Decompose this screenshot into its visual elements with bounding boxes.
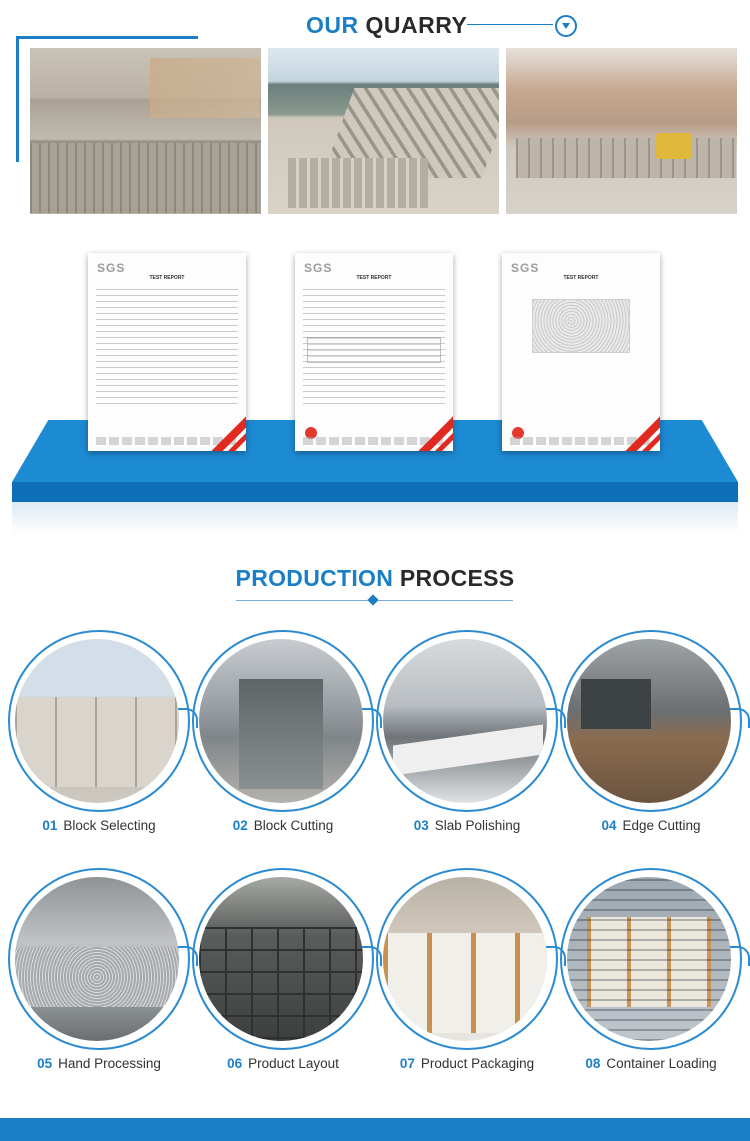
certificate-footer (303, 437, 445, 445)
certificate-results-table (307, 337, 441, 363)
process-step-product-packaging[interactable]: 07 Product Packaging (374, 868, 566, 1078)
step-photo (567, 639, 731, 803)
process-step-container-loading[interactable]: 08 Container Loading (558, 868, 750, 1078)
sgs-logo: SGS (97, 261, 126, 275)
quarry-photo-2 (268, 48, 499, 214)
display-platform-reflection (12, 500, 738, 534)
production-title-accent: PRODUCTION (235, 565, 394, 591)
step-name: Block Cutting (253, 818, 334, 833)
quarry-title-dark: QUARRY (365, 12, 468, 38)
certificate-seal-icon (305, 427, 317, 439)
step-label: 03 Slab Polishing (374, 818, 560, 833)
step-label: 07 Product Packaging (374, 1056, 560, 1071)
quarry-photo-1 (30, 48, 261, 214)
step-photo (383, 639, 547, 803)
diamond-icon (367, 594, 379, 606)
certificate-heading: TEST REPORT (149, 275, 185, 281)
step-name: Hand Processing (58, 1056, 161, 1071)
step-label: 05 Hand Processing (6, 1056, 192, 1071)
step-label: 02 Block Cutting (190, 818, 376, 833)
quarry-title-accent: OUR (306, 12, 359, 38)
step-number: 06 (227, 1056, 243, 1071)
process-step-block-selecting[interactable]: 01 Block Selecting (6, 630, 198, 840)
step-name: Slab Polishing (434, 818, 521, 833)
step-name: Product Layout (248, 1056, 339, 1071)
process-step-product-layout[interactable]: 06 Product Layout (190, 868, 382, 1078)
production-section-title: PRODUCTION PROCESS (0, 565, 750, 592)
certificate-red-stripe (625, 413, 660, 451)
step-number: 04 (601, 818, 617, 833)
process-step-block-cutting[interactable]: 02 Block Cutting (190, 630, 382, 840)
step-number: 01 (42, 818, 58, 833)
sgs-certificate-2[interactable]: SGS TEST REPORT (295, 253, 453, 451)
step-number: 05 (37, 1056, 53, 1071)
step-ring (560, 868, 750, 1050)
production-title-dark: PROCESS (399, 565, 515, 591)
step-number: 02 (232, 818, 248, 833)
step-photo (383, 877, 547, 1041)
sgs-logo: SGS (304, 261, 333, 275)
step-label: 04 Edge Cutting (558, 818, 744, 833)
step-photo (567, 877, 731, 1041)
quarry-photo-3 (506, 48, 737, 214)
step-name: Block Selecting (63, 818, 156, 833)
certificate-heading: TEST REPORT (356, 275, 392, 281)
step-name: Edge Cutting (622, 818, 701, 833)
step-number: 08 (585, 1056, 601, 1071)
process-step-hand-processing[interactable]: 05 Hand Processing (6, 868, 198, 1078)
chevron-down-circle-icon[interactable] (555, 15, 577, 37)
step-photo (199, 877, 363, 1041)
certificate-footer (96, 437, 238, 445)
certificate-sample-photo (532, 299, 630, 353)
certificate-footer (510, 437, 652, 445)
sgs-logo: SGS (511, 261, 540, 275)
certificate-heading: TEST REPORT (563, 275, 599, 281)
step-label: 08 Container Loading (558, 1056, 744, 1071)
sgs-certificate-3[interactable]: SGS TEST REPORT (502, 253, 660, 451)
step-label: 01 Block Selecting (6, 818, 192, 833)
process-step-edge-cutting[interactable]: 04 Edge Cutting (558, 630, 750, 840)
certificate-red-stripe (211, 413, 246, 451)
footer-accent-bar (0, 1118, 750, 1141)
sgs-certificate-1[interactable]: SGS TEST REPORT (88, 253, 246, 451)
certificate-red-stripe (418, 413, 453, 451)
step-photo (15, 877, 179, 1041)
step-name: Container Loading (606, 1056, 717, 1071)
display-platform-front (12, 482, 738, 502)
step-photo (15, 639, 179, 803)
quarry-corner-bracket (16, 36, 198, 162)
quarry-title-divider (467, 24, 553, 25)
step-number: 07 (399, 1056, 415, 1071)
process-step-slab-polishing[interactable]: 03 Slab Polishing (374, 630, 566, 840)
step-number: 03 (413, 818, 429, 833)
step-ring (560, 630, 750, 812)
quarry-section-title: OUR QUARRY (306, 12, 467, 39)
step-label: 06 Product Layout (190, 1056, 376, 1071)
step-photo (199, 639, 363, 803)
certificate-seal-icon (512, 427, 524, 439)
certificate-text-lines (96, 289, 238, 407)
step-name: Product Packaging (420, 1056, 535, 1071)
